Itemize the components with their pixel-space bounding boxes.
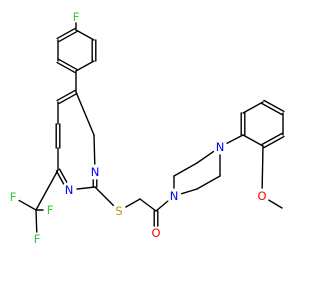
bond-23 bbox=[139, 198, 157, 212]
bond-3-b bbox=[58, 58, 78, 71]
atom-F4: F bbox=[47, 203, 54, 217]
bond-37-a bbox=[261, 132, 283, 146]
bond-32 bbox=[226, 134, 244, 144]
atom-F3: F bbox=[34, 232, 41, 246]
bond-15 bbox=[93, 134, 96, 165]
bond-21 bbox=[94, 186, 115, 207]
bond-38 bbox=[242, 134, 264, 147]
bond-1-a bbox=[56, 27, 76, 40]
atom-S1: S bbox=[115, 204, 122, 218]
bond-17 bbox=[35, 169, 59, 211]
bond-4 bbox=[75, 60, 95, 72]
molecule-structure: F F F F N N S O N N O bbox=[10, 10, 285, 246]
atom-N1: N bbox=[91, 165, 100, 179]
bond-34 bbox=[242, 101, 264, 114]
bond-layer bbox=[18, 22, 285, 233]
atom-label-layer: F F F F N N S O N N O bbox=[10, 10, 267, 246]
bond-37-b bbox=[263, 135, 285, 149]
bond-13 bbox=[76, 186, 96, 190]
bond-3-a bbox=[56, 61, 76, 74]
bond-12-a bbox=[55, 170, 65, 185]
bond-27 bbox=[173, 162, 198, 177]
bond-19 bbox=[35, 209, 38, 233]
bond-31 bbox=[180, 188, 198, 195]
bond-35-a bbox=[261, 102, 283, 116]
bond-28 bbox=[196, 150, 215, 164]
bond-40 bbox=[268, 199, 283, 209]
atom-O1: O bbox=[151, 226, 160, 240]
bond-12-b bbox=[58, 168, 68, 183]
atom-N2: N bbox=[65, 183, 74, 197]
bond-25 bbox=[155, 200, 169, 212]
bond-30 bbox=[196, 175, 221, 190]
bond-18 bbox=[18, 199, 37, 211]
bond-1-b bbox=[58, 30, 78, 43]
atom-N3: N bbox=[170, 189, 179, 203]
bond-8-a bbox=[56, 89, 76, 102]
bond-8-b bbox=[58, 92, 78, 105]
atom-N4: N bbox=[216, 140, 225, 154]
atom-O2: O bbox=[257, 189, 266, 203]
atom-F1: F bbox=[73, 10, 80, 24]
bond-35-b bbox=[263, 99, 285, 113]
atom-F2: F bbox=[10, 190, 17, 204]
bond-39 bbox=[261, 145, 264, 189]
bond-16 bbox=[75, 91, 95, 136]
bond-22 bbox=[125, 198, 141, 208]
bond-6 bbox=[75, 29, 95, 41]
